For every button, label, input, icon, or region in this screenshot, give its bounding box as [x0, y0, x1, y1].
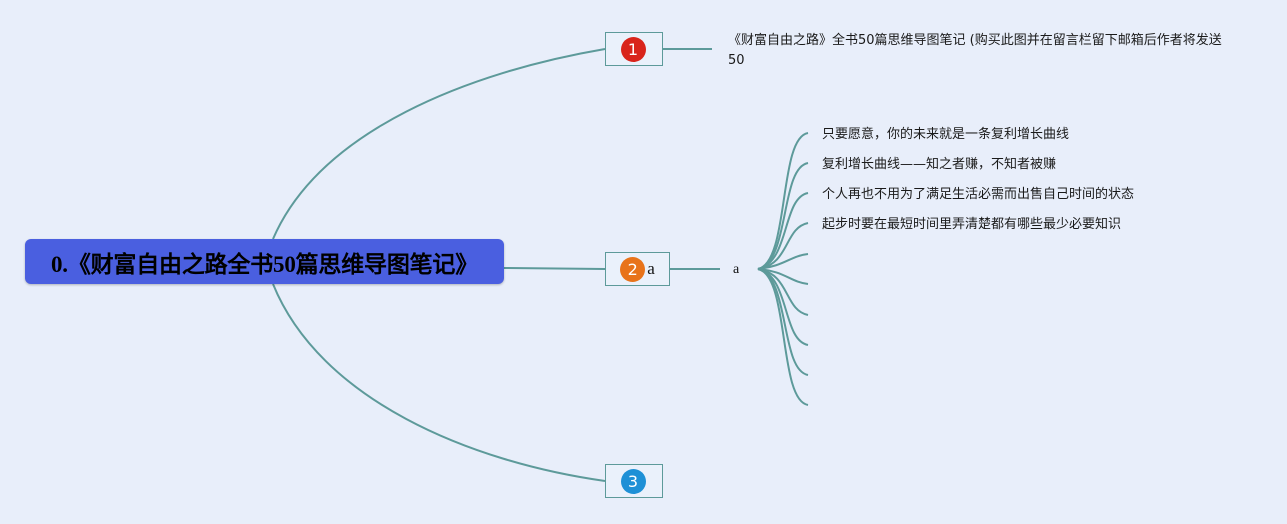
connector-root-to-branch-2 — [503, 267, 606, 270]
priority-2-icon: 2 — [620, 256, 646, 282]
connector-leaf-7 — [757, 268, 809, 316]
leaf-topic-1[interactable]: 只要愿意，你的未来就是一条复利增长曲线 — [822, 127, 1070, 142]
priority-1-icon: 1 — [620, 36, 646, 62]
connector-root-to-branch-3 — [272, 283, 606, 482]
root-topic[interactable]: 0.《财富自由之路全书50篇思维导图笔记》 — [25, 239, 504, 284]
connector-root-to-branch-1 — [272, 48, 606, 240]
branch-topic-3[interactable]: 3 — [605, 464, 663, 498]
connector-leaf-3 — [757, 192, 809, 270]
connector-leaf-1 — [757, 132, 809, 270]
connector-leaf-10 — [757, 268, 809, 406]
connector-leaf-9 — [757, 268, 809, 376]
connector-leaf-2 — [757, 162, 809, 270]
root-topic-title: 0.《财富自由之路全书50篇思维导图笔记》 — [50, 251, 479, 277]
connector-leaf-5 — [757, 253, 809, 270]
priority-3-icon: 3 — [620, 468, 646, 494]
leaf-topic-3[interactable]: 个人再也不用为了满足生活必需而出售自己时间的状态 — [822, 187, 1135, 202]
leaf-topic-2[interactable]: 复利增长曲线——知之者赚，不知者被赚 — [822, 157, 1057, 172]
branch-topic-2[interactable]: 2 a — [605, 252, 670, 286]
branch-topic-1[interactable]: 1 — [605, 32, 663, 66]
branch-2-subtopic[interactable]: a — [733, 262, 740, 277]
branch-1-subtopic[interactable]: 《财富自由之路》全书50篇思维导图笔记 (购买此图并在留言栏留下邮箱后作者将发送… — [728, 33, 1222, 68]
branch-2-label: a — [647, 259, 655, 278]
leaf-topic-4[interactable]: 起步时要在最短时间里弄清楚都有哪些最少必要知识 — [822, 217, 1122, 232]
